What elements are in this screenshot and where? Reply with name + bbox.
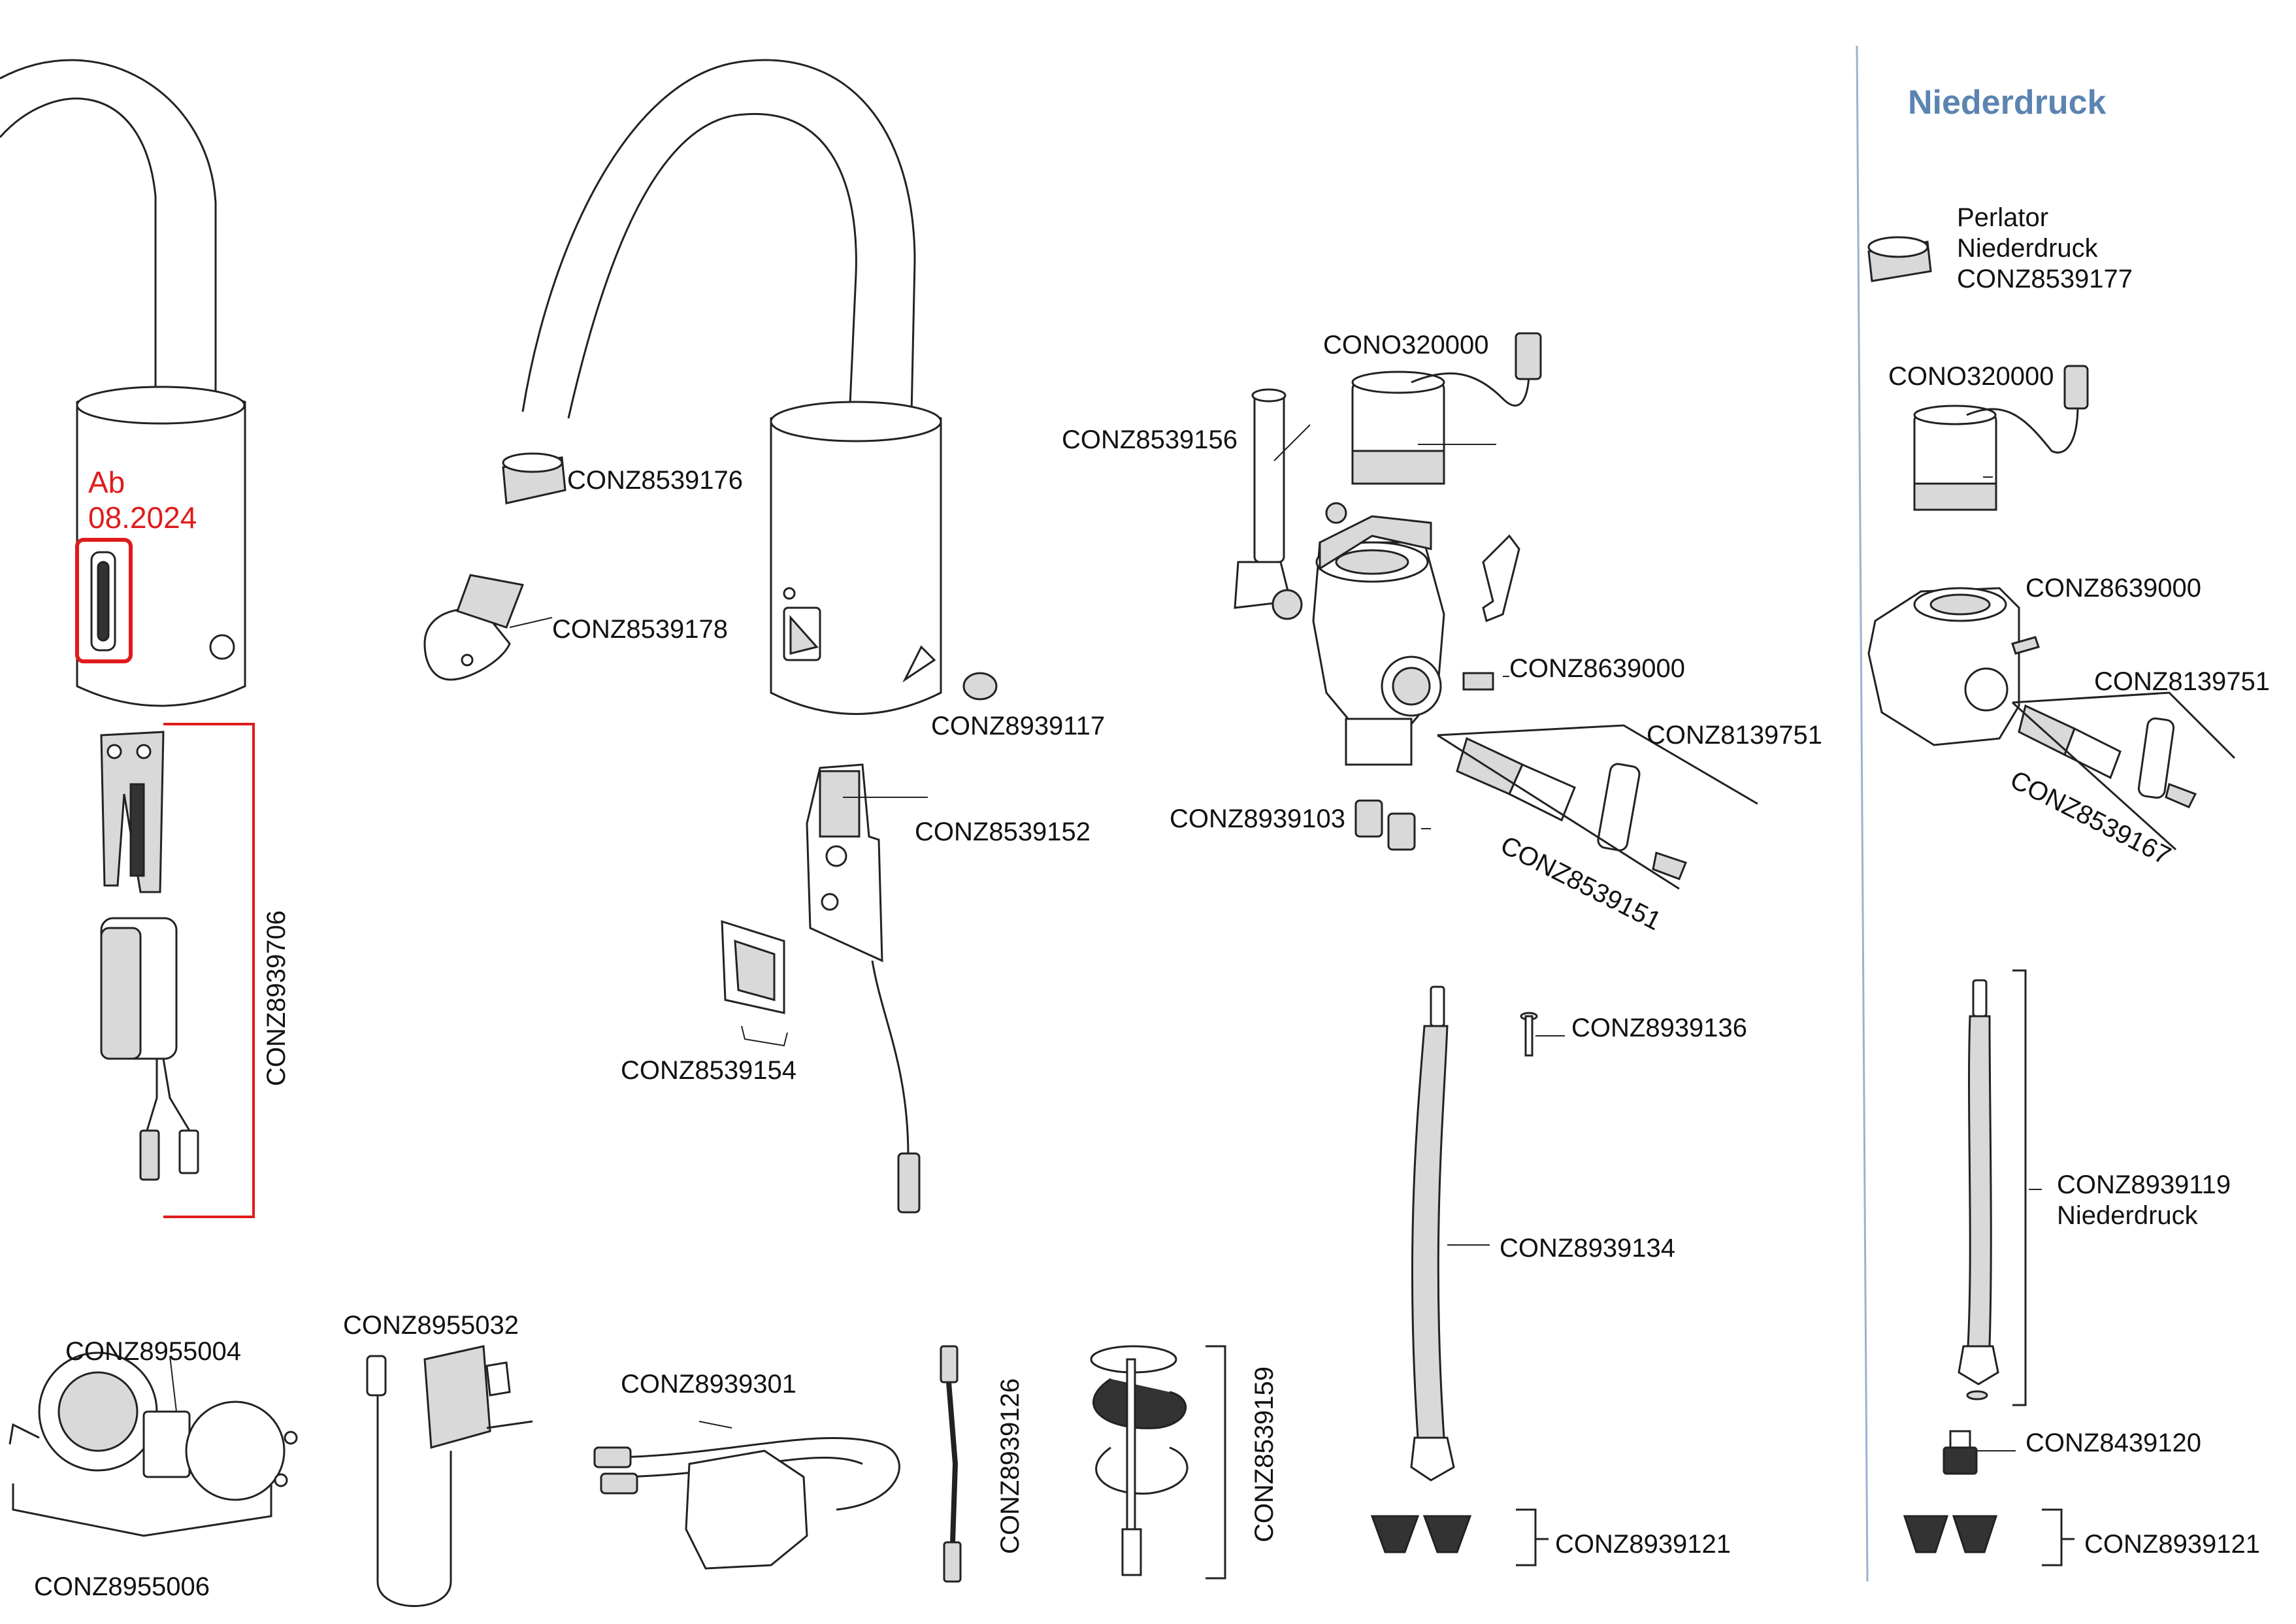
label-conz8439120: CONZ8439120 bbox=[2025, 1429, 2202, 1457]
label-conz8639000-a: CONZ8639000 bbox=[1509, 654, 1686, 683]
label-conz8939301: CONZ8939301 bbox=[621, 1370, 797, 1399]
valve-body-drawing bbox=[1312, 502, 1520, 766]
label-perlator-line1: Perlator bbox=[1957, 203, 2049, 232]
label-conz8955004: CONZ8955004 bbox=[65, 1337, 242, 1366]
highlight-box bbox=[75, 538, 133, 663]
label-conz8939706: CONZ8939706 bbox=[262, 910, 291, 1086]
cartridge-drawing bbox=[1456, 737, 1687, 880]
cap-drawing bbox=[962, 672, 998, 701]
hose-low-pressure-drawing bbox=[1958, 979, 1999, 1400]
label-conz8139751-b: CONZ8139751 bbox=[2094, 667, 2271, 696]
label-conz8939121-b: CONZ8939121 bbox=[2084, 1530, 2261, 1559]
valve-body-b-drawing bbox=[1867, 587, 2040, 746]
label-conz8139751-a: CONZ8139751 bbox=[1647, 721, 1823, 750]
label-cono320000-b: CONO320000 bbox=[1888, 362, 2054, 391]
label-cono320000-a: CONO320000 bbox=[1323, 331, 1489, 359]
sensor-window-drawing bbox=[721, 920, 785, 1014]
solenoid-b-drawing bbox=[1913, 365, 2089, 511]
solenoid-drawing bbox=[1351, 332, 1542, 485]
mounting-bracket-drawing bbox=[806, 763, 921, 1214]
section-heading-niederdruck: Niederdruck bbox=[1908, 84, 2107, 122]
sensor-module-drawing bbox=[100, 917, 199, 1181]
label-perlator-line2: Niederdruck bbox=[1957, 234, 2098, 263]
label-conz8539159: CONZ8539159 bbox=[1250, 1366, 1279, 1542]
label-conz8539154: CONZ8539154 bbox=[621, 1056, 797, 1085]
label-conz8539176: CONZ8539176 bbox=[567, 466, 744, 495]
filters-a-drawing bbox=[1370, 1515, 1472, 1553]
label-conz8539178: CONZ8539178 bbox=[552, 615, 729, 644]
label-conz8939117: CONZ8939117 bbox=[931, 712, 1106, 740]
label-conz8639000-b: CONZ8639000 bbox=[2025, 574, 2202, 603]
cartridge-b-drawing bbox=[2018, 704, 2197, 808]
label-conz8939103: CONZ8939103 bbox=[1170, 804, 1346, 833]
label-conz8539156: CONZ8539156 bbox=[1062, 425, 1238, 454]
seals-drawing bbox=[1354, 799, 1416, 851]
aerator-drawing bbox=[502, 452, 566, 505]
power-adapter-drawing bbox=[366, 1345, 533, 1607]
sensor-clip-drawing bbox=[100, 731, 165, 893]
leader-lines bbox=[169, 424, 2042, 1451]
aerator-low-pressure-drawing bbox=[1867, 236, 1932, 282]
label-conz8955032: CONZ8955032 bbox=[343, 1311, 519, 1340]
section-divider bbox=[1856, 45, 1869, 1582]
cable-connector-drawing bbox=[940, 1345, 962, 1583]
fitting-drawing bbox=[1943, 1430, 1978, 1475]
label-perlator-line3: CONZ8539177 bbox=[1957, 265, 2133, 293]
pipe-insert-drawing bbox=[1234, 388, 1303, 620]
label-conz8939126: CONZ8939126 bbox=[996, 1378, 1025, 1554]
red-bracket bbox=[163, 723, 255, 1218]
label-conz8539152: CONZ8539152 bbox=[915, 818, 1091, 846]
label-conz8955006: CONZ8955006 bbox=[34, 1572, 210, 1601]
screw-drawing bbox=[1520, 1012, 1538, 1057]
label-conz8939119-line2: Niederdruck bbox=[2057, 1201, 2198, 1230]
date-note-line2: 08.2024 bbox=[88, 501, 197, 535]
label-conz8939134: CONZ8939134 bbox=[1500, 1234, 1676, 1263]
label-conz8939136: CONZ8939136 bbox=[1571, 1014, 1748, 1042]
handle-drawing bbox=[423, 574, 525, 681]
date-note-line1: Ab bbox=[88, 465, 125, 499]
label-conz8939119-line1: CONZ8939119 bbox=[2057, 1170, 2231, 1199]
faucet-middle-drawing bbox=[521, 59, 942, 715]
hose-long-drawing bbox=[1410, 986, 1455, 1482]
battery-box-drawing bbox=[8, 1351, 298, 1501]
cable-set-drawing bbox=[593, 1436, 900, 1570]
mounting-kit-drawing bbox=[1090, 1345, 1189, 1576]
label-conz8939121-a: CONZ8939121 bbox=[1555, 1530, 1731, 1559]
filters-b-drawing bbox=[1903, 1515, 1998, 1553]
faucet-left-drawing bbox=[0, 59, 246, 707]
